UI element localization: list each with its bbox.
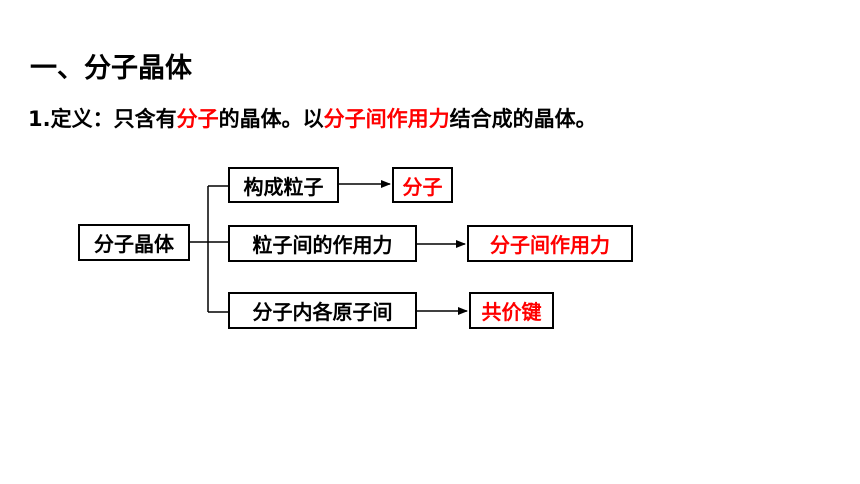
result-box-intermolecular-force: 分子间作用力 [467,225,633,262]
definition-line: 1.定义：只含有分子的晶体。以分子间作用力结合成的晶体。 [28,103,597,133]
definition-highlight-force: 分子间作用力 [323,107,450,131]
definition-middle: 的晶体。以 [218,107,324,131]
definition-highlight-molecule: 分子 [176,107,219,131]
branch-box-interparticle-force: 粒子间的作用力 [228,225,417,262]
slide-title: 一、分子晶体 [30,53,192,84]
definition-prefix: 1.定义：只含有 [28,107,177,131]
definition-suffix: 结合成的晶体。 [449,107,597,131]
branch-box-particles: 构成粒子 [228,167,339,203]
result-box-covalent-bond: 共价键 [469,292,554,329]
branch-box-intramolecular: 分子内各原子间 [228,292,417,329]
result-box-molecule: 分子 [392,167,453,203]
root-box: 分子晶体 [78,224,190,261]
